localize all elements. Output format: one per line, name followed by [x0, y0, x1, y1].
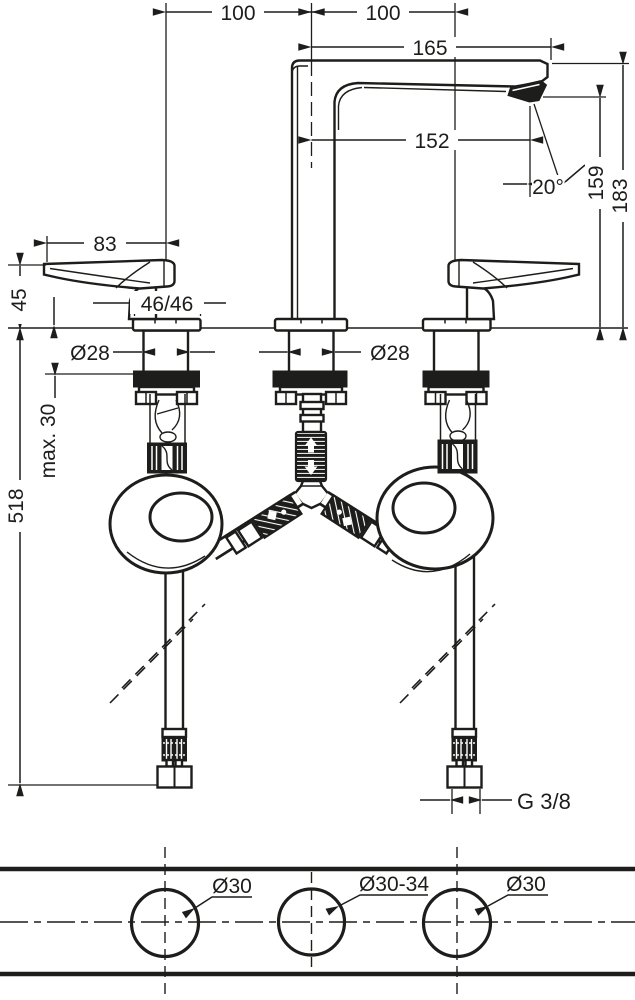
dim-label-46-46: 46/46: [141, 293, 194, 316]
annotation-layer: 100 100 165 152 83 45 46/46 Ø28 Ø28 max.…: [5, 2, 632, 814]
dim-label-518: 518: [5, 488, 28, 523]
right-valve-assembly: [422, 329, 490, 474]
check-valve-assembly: [292, 392, 331, 510]
dim-label-g38: G 3/8: [517, 789, 571, 814]
mixer-hose-left-branch: [207, 490, 304, 561]
hose-loop-right: [375, 465, 495, 573]
dim-label-d28-left: Ø28: [70, 342, 110, 365]
center-mounting-flange: [272, 370, 348, 406]
hose-end-fitting-right: [446, 727, 483, 789]
aerator: [507, 79, 548, 103]
dim-label-100-right: 100: [365, 2, 400, 25]
y-connector-hub: [292, 479, 331, 510]
plan-view: Ø30 Ø30-34 Ø30: [0, 847, 635, 997]
hose-end-fitting-left: [156, 727, 193, 789]
right-handle: [447, 258, 581, 321]
supply-tube-right: [454, 543, 476, 732]
flow-up-arrow-icon: [304, 437, 318, 453]
hose-loop-left: [108, 473, 224, 575]
tap-hole-right: [421, 887, 493, 959]
center-shank: [273, 317, 349, 374]
dim-label-183: 183: [609, 178, 632, 213]
right-escutcheon: [421, 317, 492, 332]
hose-coupling-right: [320, 493, 372, 540]
pipe-break-marks: [109, 603, 496, 704]
dim-label-d28-center: Ø28: [370, 342, 410, 365]
dim-label-165: 165: [412, 37, 447, 60]
dim-label-159: 159: [585, 165, 608, 200]
left-valve-assembly: [133, 329, 200, 474]
dim-label-20deg: 20°: [532, 176, 564, 199]
plan-label-d30-right: Ø30: [506, 873, 546, 896]
plan-label-d30-34: Ø30-34: [359, 873, 429, 896]
dim-label-100-left: 100: [220, 2, 255, 25]
plan-label-d30-left: Ø30: [212, 875, 252, 898]
tap-hole-left: [129, 887, 201, 959]
dim-label-45: 45: [8, 288, 31, 311]
dim-label-83: 83: [93, 233, 116, 256]
hose-coupling-left: [251, 493, 303, 540]
left-escutcheon: [131, 317, 202, 332]
faucet-spout: [290, 59, 549, 324]
tap-hole-center: [276, 887, 347, 957]
dim-label-max-30: max. 30: [37, 404, 60, 479]
dim-label-152: 152: [414, 130, 449, 153]
flow-down-arrow-icon: [304, 460, 318, 475]
